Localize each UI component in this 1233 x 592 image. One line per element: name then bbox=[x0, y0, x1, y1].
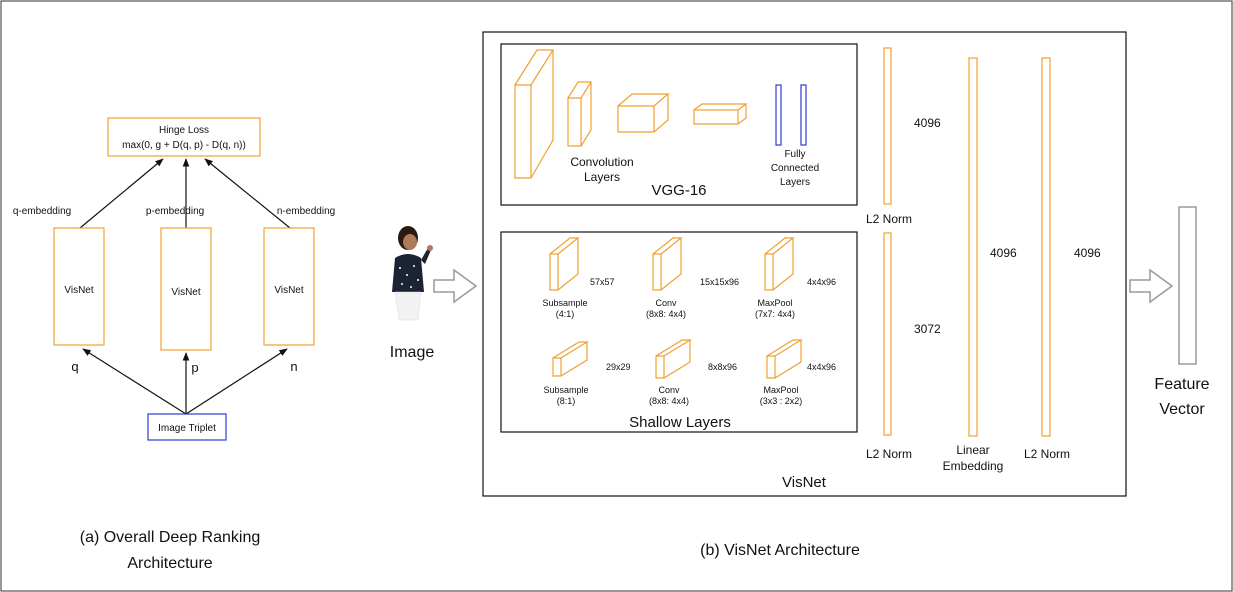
panel-a: Hinge Loss max(0, g + D(q, p) - D(q, n))… bbox=[13, 117, 335, 572]
conv-block-1 bbox=[514, 49, 555, 179]
shallow-name1-5: Conv bbox=[658, 385, 680, 395]
linear-embedding-label-1: Linear bbox=[956, 443, 989, 457]
visnet-outer-box bbox=[482, 31, 1127, 497]
final-l2-norm-bar bbox=[1041, 57, 1051, 437]
image-triplet-box bbox=[147, 413, 227, 441]
shallow-name1-1: Subsample bbox=[542, 298, 587, 308]
shallow-blocks bbox=[549, 237, 804, 379]
shallow-size-5: 8x8x96 bbox=[708, 362, 737, 372]
l2-norm-bar-top bbox=[883, 47, 892, 205]
shallow-name1-6: MaxPool bbox=[763, 385, 798, 395]
l2-norm-bar-bottom bbox=[883, 232, 892, 436]
linear-embedding-label-2: Embedding bbox=[943, 459, 1004, 473]
visnet-box-n bbox=[263, 227, 315, 346]
shallow-name2-1: (4:1) bbox=[556, 309, 575, 319]
shallow-name2-3: (7x7: 4x4) bbox=[755, 309, 795, 319]
visnet-p-label: VisNet bbox=[171, 287, 200, 298]
shallow-name2-5: (8x8: 4x4) bbox=[649, 396, 689, 406]
shallow-size-4: 29x29 bbox=[606, 362, 631, 372]
shallow-name1-2: Conv bbox=[655, 298, 677, 308]
conv-layers-label-1: Convolution bbox=[570, 155, 633, 169]
shallow-size-2: 15x15x96 bbox=[700, 277, 739, 287]
image-label: Image bbox=[390, 344, 435, 361]
fc-layer-2 bbox=[800, 84, 807, 146]
caption-a-line1: (a) Overall Deep Ranking bbox=[80, 529, 261, 546]
q-embedding-label: q-embedding bbox=[13, 206, 71, 217]
p-embedding-label: p-embedding bbox=[146, 206, 204, 217]
arrow-q-to-loss bbox=[79, 158, 164, 229]
shallow-block-2 bbox=[652, 237, 683, 291]
p-label: p bbox=[191, 360, 198, 375]
image-triplet-label: Image Triplet bbox=[158, 423, 216, 434]
vgg16-title: VGG-16 bbox=[651, 182, 706, 199]
visnet-title: VisNet bbox=[782, 474, 827, 491]
hinge-loss-formula: max(0, g + D(q, p) - D(q, n)) bbox=[122, 140, 246, 151]
shallow-size-6: 4x4x96 bbox=[807, 362, 836, 372]
l2-norm-top-label: L2 Norm bbox=[866, 212, 912, 226]
hinge-loss-box bbox=[107, 117, 261, 157]
shallow-name2-2: (8x8: 4x4) bbox=[646, 309, 686, 319]
shallow-block-5 bbox=[655, 339, 693, 379]
conv-block-4 bbox=[693, 103, 748, 125]
feature-vector-bar bbox=[1178, 206, 1197, 365]
shallow-block-1 bbox=[549, 237, 580, 291]
shallow-name2-6: (3x3 : 2x2) bbox=[760, 396, 803, 406]
visnet-q-label: VisNet bbox=[64, 285, 93, 296]
panel-b: Image Convolution Layers Fully Connected… bbox=[390, 31, 1210, 559]
q-label: q bbox=[71, 359, 78, 374]
dim-4096-linear: 4096 bbox=[990, 246, 1017, 260]
vgg16-box bbox=[500, 43, 858, 206]
dim-3072: 3072 bbox=[914, 322, 941, 336]
l2-norm-bottom-label: L2 Norm bbox=[866, 447, 912, 461]
person-image bbox=[392, 226, 433, 321]
fc-layers-label-2: Connected bbox=[771, 163, 819, 174]
arrow-n-to-loss bbox=[204, 158, 291, 229]
shallow-name2-4: (8:1) bbox=[557, 396, 576, 406]
linear-embedding-bar bbox=[968, 57, 978, 437]
feature-vector-label-2: Vector bbox=[1159, 401, 1205, 418]
shallow-layers-title: Shallow Layers bbox=[629, 414, 731, 431]
n-label: n bbox=[290, 359, 297, 374]
conv-block-2 bbox=[567, 81, 593, 147]
shallow-block-6 bbox=[766, 339, 804, 379]
shallow-size-3: 4x4x96 bbox=[807, 277, 836, 287]
shallow-name1-4: Subsample bbox=[543, 385, 588, 395]
arrow-triplet-to-n bbox=[185, 348, 288, 415]
final-l2-norm-label: L2 Norm bbox=[1024, 447, 1070, 461]
fc-layer-1 bbox=[775, 84, 782, 146]
shallow-size-1: 57x57 bbox=[590, 277, 615, 287]
visnet-n-label: VisNet bbox=[274, 285, 303, 296]
feature-vector-label-1: Feature bbox=[1154, 376, 1209, 393]
shallow-block-3 bbox=[764, 237, 795, 291]
caption-a-line2: Architecture bbox=[127, 555, 212, 572]
fc-layers-label-3: Layers bbox=[780, 177, 810, 188]
vgg-conv-blocks bbox=[514, 49, 748, 179]
visnet-box-q bbox=[53, 227, 105, 346]
caption-b: (b) VisNet Architecture bbox=[700, 542, 860, 559]
dim-4096-top: 4096 bbox=[914, 116, 941, 130]
output-arrow bbox=[1129, 268, 1174, 304]
fc-layers-label-1: Fully bbox=[784, 149, 805, 160]
shallow-block-4 bbox=[552, 341, 590, 377]
conv-block-3 bbox=[617, 93, 670, 133]
conv-layers-label-2: Layers bbox=[584, 170, 620, 184]
dim-4096-final: 4096 bbox=[1074, 246, 1101, 260]
input-arrow bbox=[433, 268, 478, 304]
arrow-triplet-to-q bbox=[82, 348, 187, 415]
shallow-name1-3: MaxPool bbox=[757, 298, 792, 308]
n-embedding-label: n-embedding bbox=[277, 206, 335, 217]
hinge-loss-title: Hinge Loss bbox=[159, 125, 209, 136]
visnet-box-p bbox=[160, 227, 212, 351]
